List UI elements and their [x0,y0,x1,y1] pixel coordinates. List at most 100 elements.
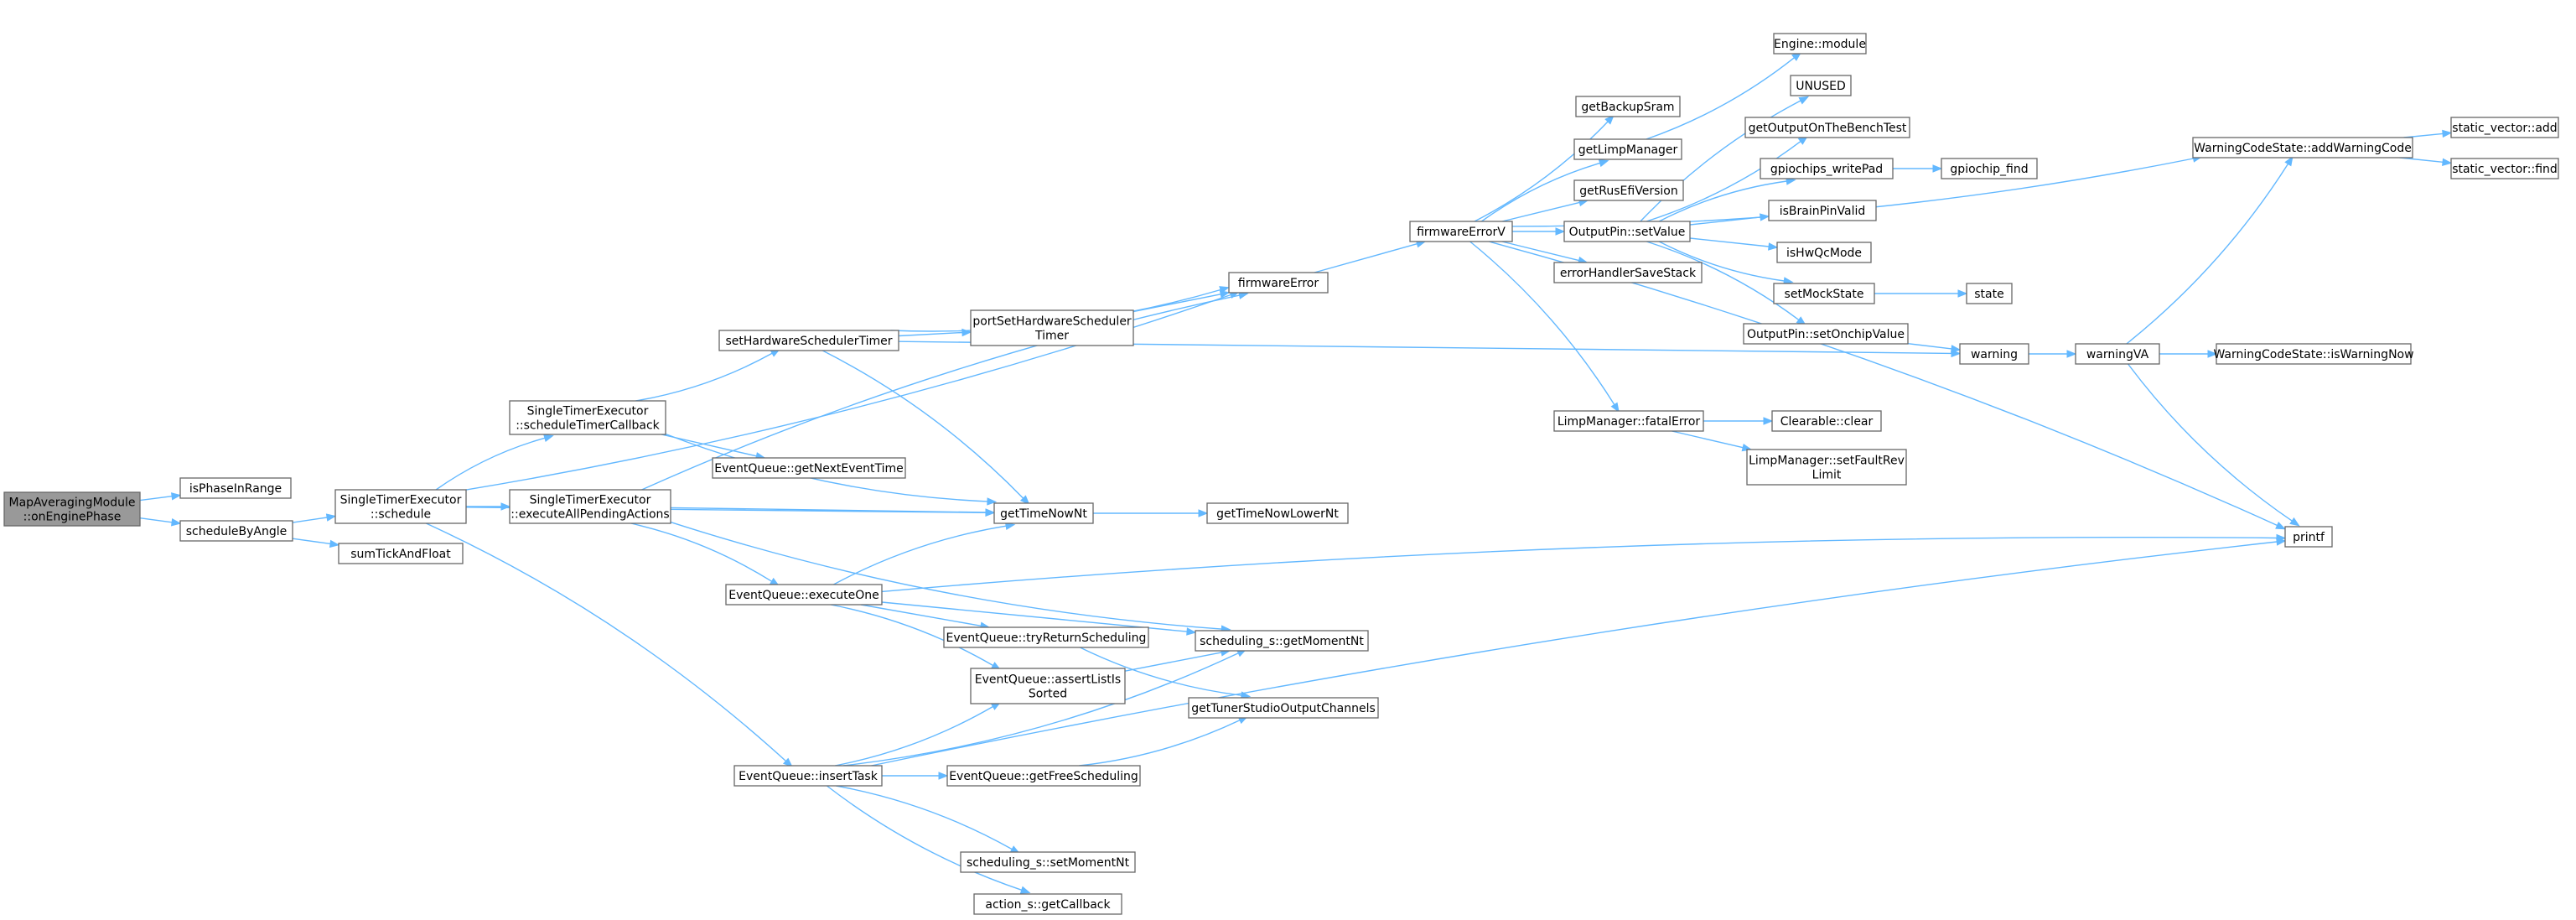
node-engine-module[interactable]: Engine::module [1773,33,1867,55]
node-box [1573,138,1682,160]
node-warningva[interactable]: warningVA [2075,343,2160,365]
node-eq-inserttask[interactable]: EventQueue::insertTask [733,765,883,787]
node-lm-fatalerror[interactable]: LimpManager::fatalError [1553,410,1704,432]
node-label: action_s::getCallback [985,898,1111,912]
node-isbrainpinvalid[interactable]: isBrainPinValid [1768,200,1877,221]
node-errorhandlersavestack[interactable]: errorHandlerSaveStack [1553,262,1703,283]
node-ste-executeall[interactable]: SingleTimerExecutor::executeAllPendingAc… [509,489,671,524]
node-isphaseinrange[interactable]: isPhaseInRange [179,477,292,499]
edge-op-setvalue-to-ishwqcmode [1689,237,1779,251]
node-box [1206,502,1349,524]
node-label: setMockState [1785,288,1864,301]
edge-eq-inserttask-to-action-getcallback [826,785,1031,894]
node-sumtickandfloat[interactable]: sumTickAndFloat [338,543,464,564]
node-clearable-clear[interactable]: Clearable::clear [1771,410,1882,432]
edge-firmwareerror-to-firmwareerrorv [1314,240,1427,273]
node-box [1773,283,1875,304]
node-label: state [1974,288,2003,301]
node-sched-setmomentnt[interactable]: scheduling_s::setMomentNt [960,851,1136,873]
node-label: EventQueue::getFreeScheduling [949,770,1138,783]
node-op-setonchipvalue[interactable]: OutputPin::setOnchipValue [1743,323,1909,345]
node-label: UNUSED [1796,80,1845,93]
node-getlimpmanager[interactable]: getLimpManager [1573,138,1682,160]
node-getbackupsram[interactable]: getBackupSram [1575,96,1681,117]
edge-wcs-addwarningcode-to-sv-add [2403,129,2453,138]
edge-ste-scheduletimercallback-to-gettimenownt [665,433,998,506]
node-setmockstate[interactable]: setMockState [1773,283,1875,304]
node-sethardwareschedulertimer[interactable]: setHardwareSchedulerTimer [718,330,899,351]
node-label: getBackupSram [1581,101,1674,114]
node-label: EventQueue::insertTask [739,770,879,783]
node-gpiochips-writepad[interactable]: gpiochips_writePad [1760,158,1894,179]
node-box [1966,283,2013,304]
node-label: Limit [1812,469,1842,482]
node-sched-getmomentnt[interactable]: scheduling_s::getMomentNt [1195,630,1369,652]
node-action-getcallback[interactable]: action_s::getCallback [973,893,1122,915]
node-gettunerstudiooutputchannels[interactable]: getTunerStudioOutputChannels [1188,697,1379,719]
edge-wcs-addwarningcode-to-sv-find [2399,157,2453,166]
node-eq-executeone[interactable]: EventQueue::executeOne [725,584,883,606]
node-gettimenowlowernt[interactable]: getTimeNowLowerNt [1206,502,1349,524]
edge-op-setvalue-to-unused [1640,96,1810,222]
node-op-setvalue[interactable]: OutputPin::setValue [1563,221,1691,242]
node-ishwqcmode[interactable]: isHwQcMode [1776,242,1872,263]
edge-warningva-to-printf [2128,363,2300,527]
node-box [1941,158,2038,179]
node-box [2192,137,2413,159]
node-firmwareerror[interactable]: firmwareError [1228,272,1329,294]
node-unused[interactable]: UNUSED [1790,75,1852,96]
node-box [970,309,1134,346]
node-label: ::schedule [371,508,431,522]
node-sv-find[interactable]: static_vector::find [2450,158,2559,179]
call-graph-nodes: MapAveragingModule::onEnginePhase isPhase… [3,33,2559,915]
node-state[interactable]: state [1966,283,2013,304]
node-box [1195,630,1369,652]
node-label: warning [1971,348,2018,361]
node-box [1760,158,1894,179]
node-box [712,457,906,479]
edge-firmwareerrorv-to-lm-fatalerror [1469,241,1620,413]
node-ste-scheduletimercallback[interactable]: SingleTimerExecutor::scheduleTimerCallba… [509,400,666,435]
node-label: getTunerStudioOutputChannels [1191,702,1376,715]
node-box [1228,272,1329,294]
node-label: setHardwareSchedulerTimer [725,335,892,348]
node-label: getTimeNowLowerNt [1216,507,1339,521]
node-label: warningVA [2086,348,2149,361]
node-label: scheduleByAngle [186,525,287,538]
node-box [338,543,464,564]
node-printf[interactable]: printf [2284,526,2333,548]
node-wcs-iswarningnow[interactable]: WarningCodeState::isWarningNow [2213,343,2414,365]
edge-firmwareerrorv-to-op-setvalue [1512,227,1566,236]
node-wcs-addwarningcode[interactable]: WarningCodeState::addWarningCode [2192,137,2413,159]
node-getrusefiversion[interactable]: getRusEfiVersion [1573,179,1684,201]
node-label: isBrainPinValid [1780,205,1866,218]
node-eq-getfreescheduling[interactable]: EventQueue::getFreeScheduling [946,765,1141,787]
node-schedulebyangle[interactable]: scheduleByAngle [179,520,293,542]
node-label: Timer [1034,330,1069,343]
node-label: LimpManager::setFaultRev [1749,455,1905,468]
node-label: errorHandlerSaveStack [1560,267,1697,280]
node-ste-schedule[interactable]: SingleTimerExecutor::schedule [334,489,467,524]
node-box [1959,343,2029,365]
edge-gpiochips-writepad-to-gpiochip-find [1893,164,1943,173]
node-sv-add[interactable]: static_vector::add [2450,117,2559,138]
node-eq-getnexteventtime[interactable]: EventQueue::getNextEventTime [712,457,906,479]
node-gpiochip-find[interactable]: gpiochip_find [1941,158,2038,179]
edge-root-to-isphaseinrange [139,492,182,502]
node-box [1771,410,1882,432]
node-firmwareerrorv[interactable]: firmwareErrorV [1409,221,1513,242]
edge-schedulebyangle-to-ste-schedule [292,513,337,523]
node-label: static_vector::find [2452,163,2558,176]
node-root[interactable]: MapAveragingModule::onEnginePhase [3,491,141,527]
node-eq-tryreturnscheduling[interactable]: EventQueue::tryReturnScheduling [943,626,1149,648]
node-label: scheduling_s::getMomentNt [1200,635,1364,648]
node-gettimenownt[interactable]: getTimeNowNt [993,502,1094,524]
edge-ste-schedule-to-ste-executeall [466,502,511,511]
node-label: WarningCodeState::isWarningNow [2213,348,2413,361]
node-getoutputonthebenchtest[interactable]: getOutputOnTheBenchTest [1744,117,1910,138]
node-warning[interactable]: warning [1959,343,2029,365]
node-label: EventQueue::getNextEventTime [714,462,904,476]
